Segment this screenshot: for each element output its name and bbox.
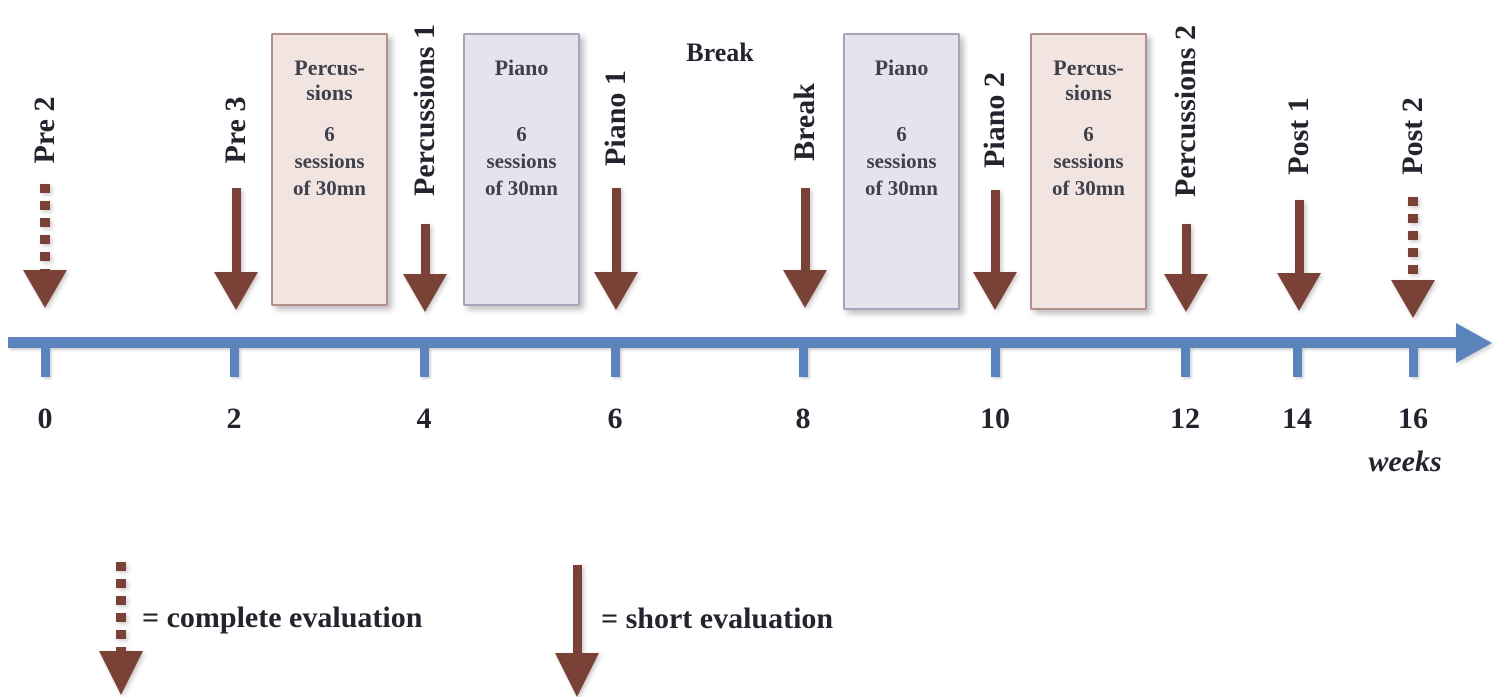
break-note: Break [686,38,754,67]
piano-session-box-2: Piano 6 sessions of 30mn [843,33,960,310]
piano-session-box-1: Piano 6 sessions of 30mn [463,33,580,306]
event-label-percussions1: Percussions 1 [408,24,441,196]
dotted-arrow-shaft [40,184,50,270]
event-label-percussions2: Percussions 2 [1169,25,1202,197]
percussions-session-box-2: Percus- sions 6 sessions of 30mn [1030,33,1147,310]
week-number: 10 [980,402,1010,435]
box-details: 6 sessions of 30mn [865,122,938,200]
solid-arrow-shaft [420,224,430,274]
timeline-arrowhead-icon [1456,323,1492,363]
dotted-arrow-shaft [116,562,126,651]
week-number: 16 [1398,402,1428,435]
timeline-axis [8,337,1458,348]
dotted-arrow-icon [1391,197,1435,318]
legend-solid-arrow-icon [555,565,599,697]
tick-week-10 [991,347,1000,377]
box-title: Piano [874,55,929,80]
percussions-session-box-1: Percus- sions 6 sessions of 30mn [271,33,388,306]
box-details: 6 sessions of 30mn [293,122,366,200]
dotted-arrow-shaft [1408,197,1418,280]
solid-arrow-shaft [611,188,621,272]
tick-week-12 [1181,347,1190,377]
arrowhead [555,653,599,697]
week-number: 12 [1170,402,1200,435]
week-number: 6 [607,402,623,435]
tick-week-6 [611,347,620,377]
solid-arrow-shaft [990,190,1000,272]
box-title: Piano [494,55,549,80]
solid-arrow-icon [1164,224,1208,312]
arrowhead [214,272,258,310]
weeks-unit-label: weeks [1368,445,1442,478]
arrowhead [1391,280,1435,318]
solid-arrow-icon [594,188,638,310]
tick-week-14 [1293,347,1302,377]
arrowhead [1277,273,1321,311]
tick-week-4 [420,347,429,377]
solid-arrow-icon [403,224,447,312]
solid-arrow-icon [1277,200,1321,311]
box-details: 6 sessions of 30mn [485,122,558,200]
legend-dotted-arrow-icon [99,562,143,695]
arrowhead [783,270,827,308]
arrowhead [403,274,447,312]
week-number: 14 [1282,402,1312,435]
week-number: 2 [226,402,242,435]
solid-arrow-shaft [800,188,810,270]
tick-week-8 [799,347,808,377]
tick-week-2 [230,347,239,377]
legend-complete-evaluation-label: = complete evaluation [142,601,423,634]
box-title: Percus- sions [294,55,365,105]
legend-short-evaluation-label: = short evaluation [601,602,834,635]
solid-arrow-shaft [572,565,582,653]
dotted-arrow-icon [23,184,67,308]
solid-arrow-shaft [231,188,241,272]
arrowhead [973,272,1017,310]
week-number: 4 [416,402,432,435]
solid-arrow-icon [973,190,1017,310]
solid-arrow-icon [214,188,258,310]
solid-arrow-shaft [1181,224,1191,274]
tick-week-16 [1409,347,1418,377]
box-details: 6 sessions of 30mn [1052,122,1125,200]
week-number: 0 [37,402,53,435]
arrowhead [1164,274,1208,312]
arrowhead [99,651,143,695]
arrowhead [594,272,638,310]
solid-arrow-shaft [1294,200,1304,273]
box-title: Percus- sions [1053,55,1124,105]
week-number: 8 [795,402,811,435]
solid-arrow-icon [783,188,827,308]
arrowhead [23,270,67,308]
tick-week-0 [41,347,50,377]
